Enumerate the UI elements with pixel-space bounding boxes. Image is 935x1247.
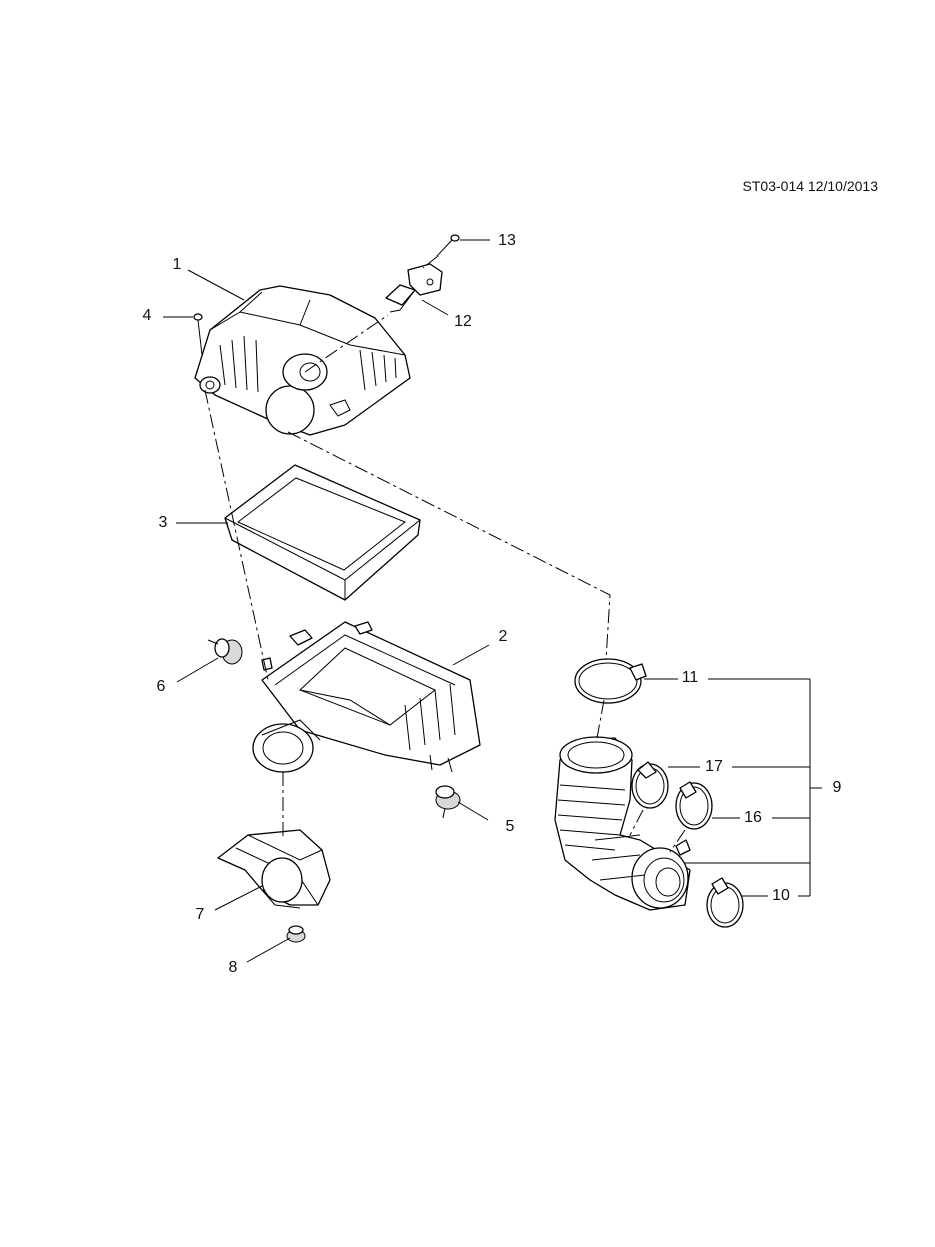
grommet-part-5[interactable] (435, 785, 461, 819)
screw-part-13[interactable] (436, 234, 460, 257)
callout-leader-lines (163, 239, 822, 963)
callout-6: 6 (156, 678, 166, 695)
grommet-part-6[interactable] (207, 638, 243, 665)
air-cleaner-upper-housing[interactable] (194, 285, 411, 436)
assembly-centerlines (204, 255, 686, 853)
drawing-reference-stamp: ST03-014 12/10/2013 (742, 178, 878, 194)
grommet-part-8[interactable] (286, 925, 306, 943)
inlet-duct-part-7[interactable] (217, 829, 331, 909)
callout-8: 8 (228, 959, 238, 976)
callout-12: 12 (454, 313, 472, 330)
screw-part-4[interactable] (193, 313, 203, 356)
callout-7: 7 (195, 906, 205, 923)
callout-17: 17 (705, 758, 723, 775)
airflow-sensor-part-12[interactable] (385, 263, 443, 313)
callout-13: 13 (498, 232, 516, 249)
air-filter-element-part-3[interactable] (224, 464, 421, 601)
air-cleaner-lower-housing[interactable] (252, 621, 481, 773)
callout-10: 10 (772, 887, 790, 904)
callout-5: 5 (505, 818, 515, 835)
hose-clamp-part-17[interactable] (631, 761, 669, 809)
hose-clamp-part-16[interactable] (675, 781, 713, 830)
callout-1: 1 (172, 256, 182, 273)
hose-clamp-part-11[interactable] (574, 658, 647, 704)
callout-16: 16 (744, 809, 762, 826)
callout-4: 4 (142, 307, 152, 324)
callout-3: 3 (158, 514, 168, 531)
intake-hose-assembly-part-9[interactable] (554, 736, 691, 911)
hose-clamp-part-10[interactable] (706, 877, 744, 928)
callout-2: 2 (498, 628, 508, 645)
callout-9: 9 (832, 779, 842, 796)
callout-11: 11 (681, 669, 699, 686)
